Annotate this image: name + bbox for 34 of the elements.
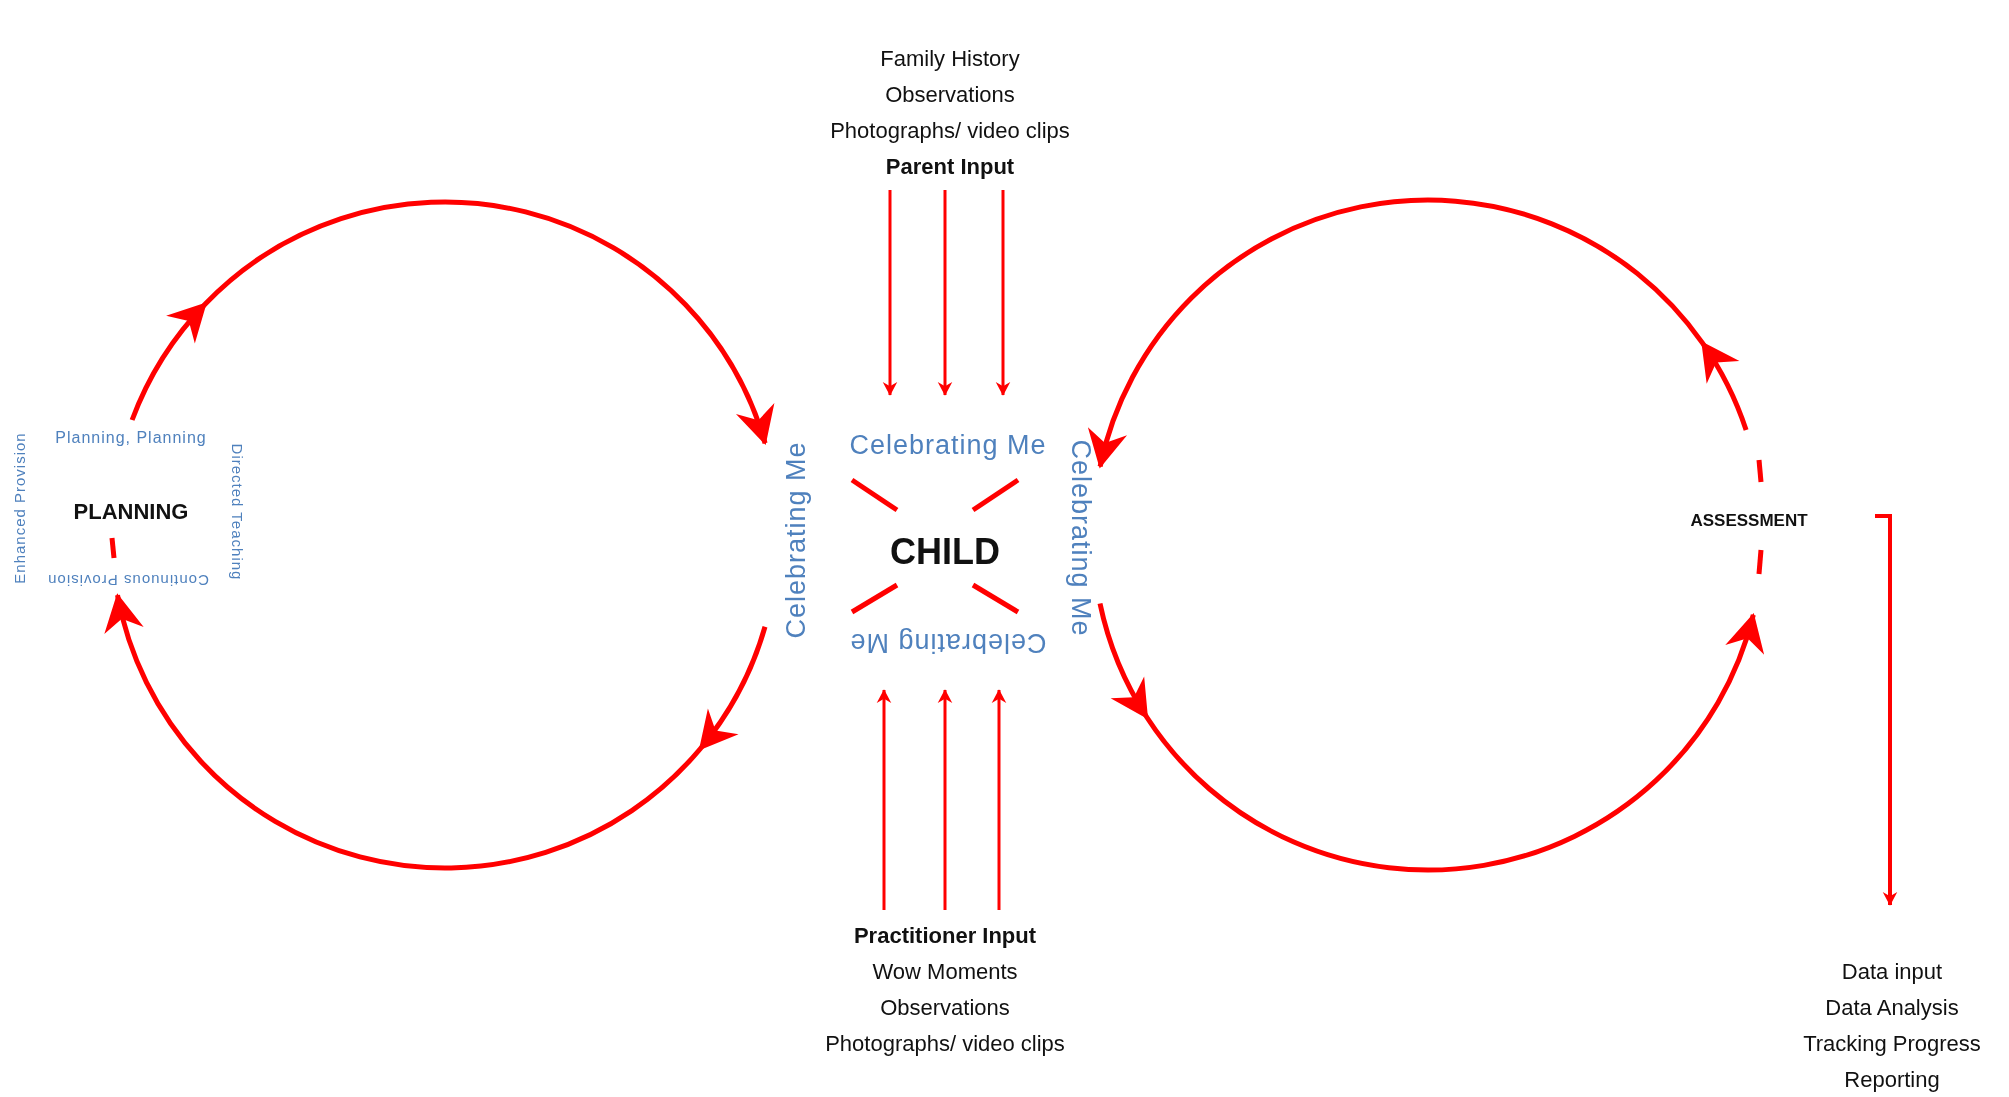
rotating-caption: Directed Teaching [228,443,246,581]
centre-title: CHILD [890,531,1000,573]
rotating-caption: Planning, Planning [55,428,207,448]
curved-arrow [129,199,775,445]
centre-title: PLANNING [73,499,189,525]
heading: Parent Input [885,154,1015,180]
list-item: Photographs/ video clips [830,118,1070,144]
rotating-caption: Enhanced Provision [11,432,29,584]
curved-arrow [104,593,768,871]
arrow [937,190,953,396]
list-item: Data input [1841,959,1943,985]
list-item: Photographs/ video clips [825,1031,1065,1057]
rotating-caption: Celebrating Me [1064,439,1096,637]
curved-arrow [1097,602,1764,873]
arrow [1875,514,1898,906]
arrow [937,689,953,910]
list-item: Tracking Progress [1803,1031,1981,1057]
arrow [991,689,1007,910]
list-item: Observations [880,995,1010,1021]
list-item: Observations [885,82,1015,108]
rotating-caption: Celebrating Me [781,441,813,639]
curved-arrow [1088,197,1749,469]
arrow [876,689,892,910]
rotating-caption: Continuous Provision [47,571,209,589]
list-item: Reporting [1844,1067,1940,1093]
list-item: Family History [880,46,1020,72]
centre-title: ASSESSMENT [1690,511,1808,531]
list-item: Data Analysis [1825,995,1959,1021]
arrow [882,190,898,396]
heading: Practitioner Input [853,923,1037,949]
rotating-caption: Celebrating Me [849,430,1047,462]
list-item: Wow Moments [872,959,1018,985]
rotating-caption: Celebrating Me [849,626,1047,658]
arrow [995,190,1011,396]
